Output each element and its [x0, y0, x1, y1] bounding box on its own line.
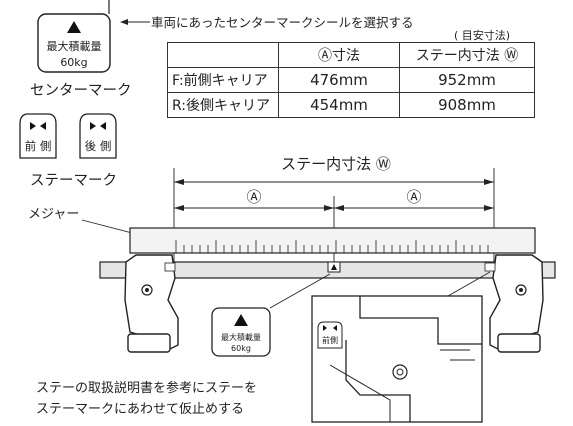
dim-w-label: ステー内寸法 Ⓦ	[281, 155, 391, 173]
center-mark-zoom: 最大積載量 60kg	[211, 307, 271, 357]
tape-measure	[129, 227, 536, 254]
zoom-mark-line2: 60kg	[231, 344, 251, 353]
triangle-icon	[331, 264, 337, 270]
center-mark-line2: 60kg	[60, 56, 87, 69]
inset-leader-line	[447, 271, 491, 297]
stay-mark-rear-label: 後 側	[85, 139, 112, 153]
table-header-row: Ⓐ寸法 ステー内寸法 Ⓦ	[167, 42, 535, 68]
triangle-icon	[67, 21, 81, 33]
arrow-right-icon	[323, 325, 327, 331]
dimension-table: Ⓐ寸法 ステー内寸法 Ⓦ F:前側キャリア 476mm 952mm R:後側キャ…	[167, 42, 535, 118]
arrow-head-icon	[484, 179, 494, 185]
stay-right	[484, 254, 544, 353]
center-mark-line1: 最大積載量	[47, 39, 102, 53]
row-label: F:前側キャリア	[167, 67, 279, 93]
row-a-value: 454mm	[278, 92, 400, 118]
arrow-head-icon	[174, 205, 184, 211]
inset-detail-box	[311, 295, 483, 423]
table-header-a: Ⓐ寸法	[278, 42, 400, 68]
arrow-head-icon	[120, 19, 128, 25]
table-header-empty	[167, 42, 279, 68]
center-mark-caption: センターマーク	[30, 82, 132, 99]
reference-note: ( 目安寸法)	[454, 28, 510, 42]
stay-mark-rear: 後 側	[79, 113, 117, 159]
inset-stay-label: 前側	[322, 335, 338, 345]
dim-a-right-label: Ⓐ	[406, 188, 421, 206]
zoom-mark-line1: 最大積載量	[221, 332, 261, 342]
stay-mark-front-label: 前 側	[25, 139, 52, 153]
instruction-line2: ステーマークにあわせて仮止めする	[36, 402, 244, 417]
arrow-left-icon	[100, 122, 106, 130]
instruction-line1: ステーの取扱説明書を参考にステーを	[36, 380, 257, 396]
callout-text: 車両にあったセンターマークシールを選択する	[151, 15, 414, 30]
dim-a-left-label: Ⓐ	[246, 188, 261, 206]
stay-left	[124, 254, 179, 353]
row-label: R:後側キャリア	[167, 92, 279, 118]
table-row: F:前側キャリア 476mm 952mm	[167, 67, 535, 93]
table-row: R:後側キャリア 454mm 908mm	[167, 92, 535, 118]
triangle-icon	[234, 314, 248, 326]
arrow-right-icon	[90, 122, 96, 130]
stay-mark-caption: ステーマーク	[30, 172, 117, 189]
inset-detail: 前側	[317, 296, 482, 422]
measure-leader-line	[81, 219, 137, 235]
center-mark-sticker: 最大積載量 60kg	[37, 13, 111, 73]
stay-mark-small	[484, 262, 496, 272]
arrow-left-icon	[333, 325, 337, 331]
arrow-head-icon	[334, 205, 344, 211]
measure-label: メジャー	[28, 207, 79, 222]
stay-mark-front: 前 側	[19, 113, 57, 159]
row-w-value: 952mm	[399, 67, 535, 93]
row-a-value: 476mm	[278, 67, 400, 93]
zoom-leader-line	[269, 273, 331, 309]
arrow-head-icon	[174, 179, 184, 185]
table-header-w: ステー内寸法 Ⓦ	[399, 42, 535, 68]
arrow-head-icon	[324, 205, 334, 211]
tape-measure-ticks	[175, 240, 489, 253]
arrow-left-icon	[40, 122, 46, 130]
row-w-value: 908mm	[399, 92, 535, 118]
arrow-head-icon	[484, 205, 494, 211]
arrow-right-icon	[30, 122, 36, 130]
stay-mark-small	[164, 262, 176, 272]
